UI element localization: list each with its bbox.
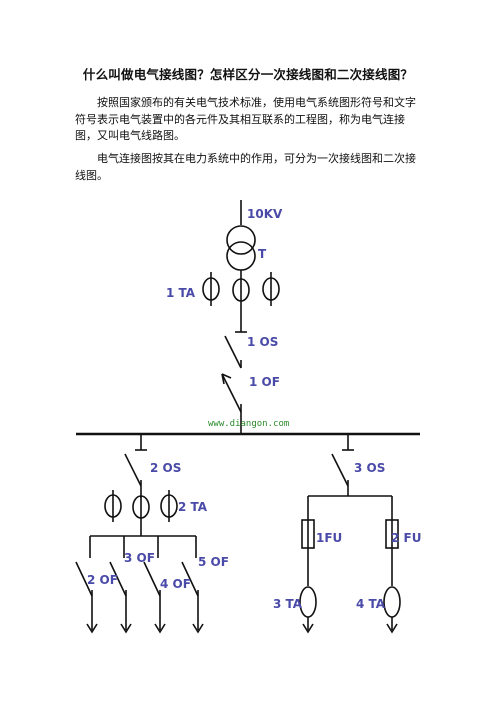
label-breaker-3of: 3 OF	[124, 551, 155, 565]
label-switch-1os: 1 OS	[247, 335, 278, 349]
paragraph-classification: 电气连接图按其在电力系统中的作用，可分为一次接线图和二次接线图。	[75, 152, 416, 182]
breaker-4of-symbol	[143, 536, 166, 634]
label-switch-3os: 3 OS	[354, 461, 385, 475]
fuse-1fu-symbol	[301, 496, 315, 586]
ct-4ta-symbol	[383, 586, 401, 634]
wiring-diagram: 10KV T 1 TA 1 OS 1 OF www.diangon.com 2 …	[75, 200, 421, 634]
breaker-3of-symbol	[109, 536, 132, 634]
label-fuse-2fu: 2 FU	[391, 531, 421, 545]
label-breaker-1of: 1 OF	[249, 375, 280, 389]
ct-main-symbol	[202, 272, 280, 318]
label-ct-2ta: 2 TA	[178, 500, 208, 514]
document-title: 什么叫做电气接线图？怎样区分一次接线图和二次接线图？	[82, 67, 414, 82]
label-switch-2os: 2 OS	[150, 461, 181, 475]
label-ct-4ta: 4 TA	[356, 597, 386, 611]
transformer-symbol	[226, 225, 256, 271]
switch-2os-symbol	[124, 434, 147, 498]
label-voltage: 10KV	[247, 207, 283, 221]
label-ct-main: 1 TA	[166, 286, 196, 300]
label-ct-3ta: 3 TA	[273, 597, 303, 611]
breaker-5of-symbol	[181, 536, 204, 634]
label-breaker-5of: 5 OF	[198, 555, 229, 569]
label-transformer: T	[258, 247, 267, 261]
label-breaker-2of: 2 OF	[87, 573, 118, 587]
watermark: www.diangon.com	[208, 419, 289, 429]
ct-3ta-symbol	[299, 586, 317, 634]
label-breaker-4of: 4 OF	[160, 577, 191, 591]
label-fuse-1fu: 1FU	[316, 531, 342, 545]
breaker-2of-symbol	[75, 536, 98, 634]
paragraph-definition: 按照国家颁布的有关电气技术标准，使用电气系统图形符号和文字符号表示电气装置中的各…	[75, 96, 416, 142]
fuse-2fu-symbol	[385, 496, 399, 586]
ct-2ta-symbol	[104, 490, 178, 536]
switch-1os-symbol	[224, 318, 247, 369]
breaker-1of-symbol	[221, 373, 242, 434]
switch-3os-symbol	[331, 434, 354, 496]
